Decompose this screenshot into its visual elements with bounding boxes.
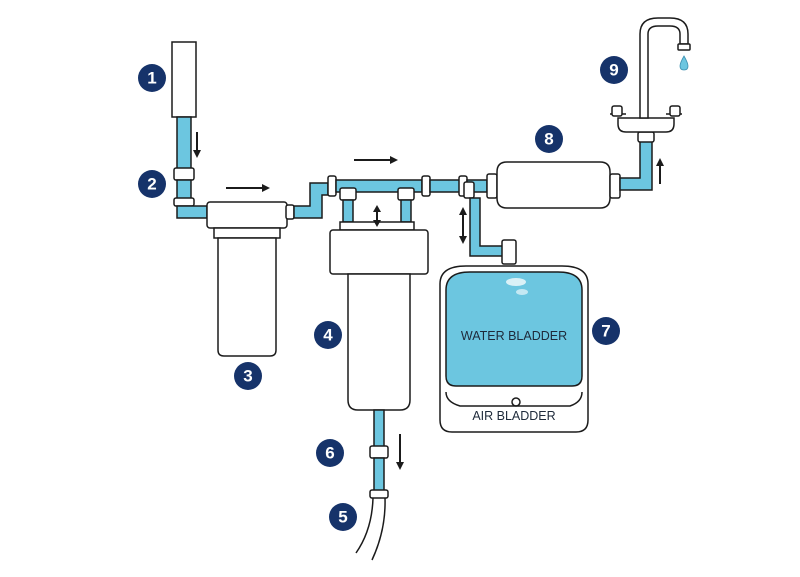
pipe-to-tank <box>463 181 517 265</box>
component-3-filter-housing <box>206 201 288 357</box>
marker-9: 9 <box>600 56 628 84</box>
marker-8-label: 8 <box>544 130 553 149</box>
component-7-storage-tank <box>439 265 589 433</box>
marker-6: 6 <box>316 439 344 467</box>
marker-7-label: 7 <box>601 322 610 341</box>
air-bladder-label: AIR BLADDER <box>472 409 555 423</box>
marker-2-label: 2 <box>147 175 156 194</box>
pipe-filter3-to-tee <box>285 175 337 220</box>
marker-2: 2 <box>138 170 166 198</box>
component-1-cartridge <box>171 41 208 219</box>
marker-4: 4 <box>314 321 342 349</box>
flow-arrow-icon <box>193 132 664 470</box>
marker-5-label: 5 <box>338 508 347 527</box>
marker-1-label: 1 <box>147 69 156 88</box>
marker-4-label: 4 <box>323 326 333 345</box>
water-bladder-label: WATER BLADDER <box>461 329 567 343</box>
faucet-icon <box>610 17 691 143</box>
component-8-post-filter <box>486 139 653 209</box>
marker-7: 7 <box>592 317 620 345</box>
marker-3: 3 <box>234 362 262 390</box>
marker-5: 5 <box>329 503 357 531</box>
marker-3-label: 3 <box>243 367 252 386</box>
marker-8: 8 <box>535 125 563 153</box>
marker-9-label: 9 <box>609 61 618 80</box>
marker-1: 1 <box>138 64 166 92</box>
water-drop-icon <box>679 55 689 71</box>
component-4-membrane-housing <box>329 221 429 561</box>
marker-6-label: 6 <box>325 444 334 463</box>
